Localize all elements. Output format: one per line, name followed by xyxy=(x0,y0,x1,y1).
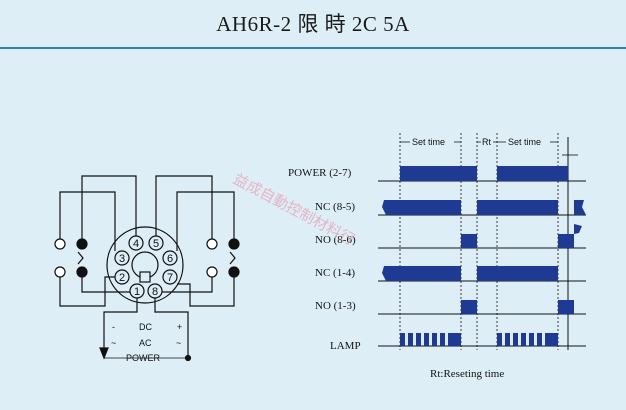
wire-left-inner xyxy=(81,175,137,239)
wire-left-bottom-2 xyxy=(81,277,130,293)
contact-left-3b-open xyxy=(54,266,66,278)
pin-6 xyxy=(162,250,178,266)
lamp-blink xyxy=(513,333,518,346)
nc85-seg-3 xyxy=(574,200,586,215)
signals xyxy=(382,166,586,346)
wire-right-bottom xyxy=(177,277,235,307)
lamp-blink xyxy=(400,333,405,346)
timing-annotations xyxy=(399,133,578,350)
pin-7 xyxy=(162,269,178,285)
row-label-lamp: LAMP xyxy=(330,340,361,352)
wiring-diagram xyxy=(54,175,240,362)
contact-left-4-closed xyxy=(76,238,88,250)
power-lead-right xyxy=(154,298,189,356)
tilde-left: ~ xyxy=(111,338,116,348)
wire-left-bottom xyxy=(59,276,115,307)
row-label-power: POWER (2-7) xyxy=(288,167,352,179)
power-pulse-2 xyxy=(497,166,568,181)
wire-left-outer xyxy=(59,191,116,251)
lamp-blink xyxy=(432,333,437,346)
power-pulse-1 xyxy=(400,166,477,181)
nc85-seg-2 xyxy=(477,200,558,215)
row-label-nc-8-5: NC (8-5) xyxy=(315,201,355,213)
pin-label-1: 1 xyxy=(134,286,140,298)
pin-3 xyxy=(114,250,130,266)
no13-pulse-1 xyxy=(461,300,477,314)
pin-label-7: 7 xyxy=(167,272,173,284)
lamp-blink xyxy=(408,333,413,346)
pin-label-6: 6 xyxy=(167,253,173,265)
pin-label-8: 8 xyxy=(152,286,158,298)
tilde-right: ~ xyxy=(176,338,181,348)
power-arrow-left xyxy=(99,347,109,360)
lamp-blink xyxy=(537,333,542,346)
no86-pulse-2 xyxy=(558,234,574,248)
contact-right-b-open xyxy=(206,266,218,278)
settime-2-label: Set time xyxy=(508,137,541,147)
lamp-steady xyxy=(448,333,461,346)
lamp-blink xyxy=(440,333,445,346)
no13-pulse-2 xyxy=(558,300,574,314)
wire-right-inner xyxy=(155,175,213,239)
nc14-seg-2 xyxy=(477,266,558,281)
page-title: AH6R-2 限 時 2C 5A xyxy=(216,12,410,36)
socket-outline xyxy=(106,226,184,304)
wire-right-outer xyxy=(176,191,235,251)
lamp-blink xyxy=(529,333,534,346)
minus-sign: - xyxy=(112,322,115,332)
wire-right-bottom-2 xyxy=(162,277,213,293)
contact-right-b-closed xyxy=(228,266,240,278)
rt-bg xyxy=(481,135,493,148)
power-label: POWER xyxy=(126,353,161,363)
pin-label-2: 2 xyxy=(119,272,125,284)
settime-1-label: Set time xyxy=(412,137,445,147)
lamp-blink xyxy=(416,333,421,346)
pin-label-3: 3 xyxy=(119,253,125,265)
settime-2-bg xyxy=(506,135,550,148)
pin-label-5: 5 xyxy=(153,238,159,250)
settime-1-bg xyxy=(410,135,454,148)
dc-label: DC xyxy=(139,322,152,332)
no86-tail xyxy=(574,224,582,234)
caption-rt: Rt:Reseting time xyxy=(430,368,504,380)
nc85-seg-1 xyxy=(382,200,461,215)
pin-label-4: 4 xyxy=(133,238,139,250)
title-divider xyxy=(0,47,626,49)
socket-key-notch xyxy=(139,271,151,283)
ac-label: AC xyxy=(139,338,152,348)
contact-left-arrow xyxy=(77,251,84,265)
lamp-blink xyxy=(497,333,502,346)
contact-right-open xyxy=(206,238,218,250)
nc14-seg-1 xyxy=(382,266,461,281)
rt-label: Rt xyxy=(482,137,491,147)
row-label-no-8-6: NO (8-6) xyxy=(315,234,356,246)
contact-left-4b-closed xyxy=(76,266,88,278)
contact-left-3-open xyxy=(54,238,66,250)
lamp-blink xyxy=(521,333,526,346)
row-label-nc-1-4: NC (1-4) xyxy=(315,267,355,279)
plus-sign: + xyxy=(177,322,182,332)
lamp-steady xyxy=(545,333,558,346)
no86-pulse-1 xyxy=(461,234,477,248)
lamp-blink xyxy=(424,333,429,346)
row-label-no-1-3: NO (1-3) xyxy=(315,300,356,312)
power-lead-left xyxy=(103,298,138,350)
lamp-blink xyxy=(505,333,510,346)
contact-right-closed xyxy=(228,238,240,250)
contact-right-arrow xyxy=(229,251,236,265)
